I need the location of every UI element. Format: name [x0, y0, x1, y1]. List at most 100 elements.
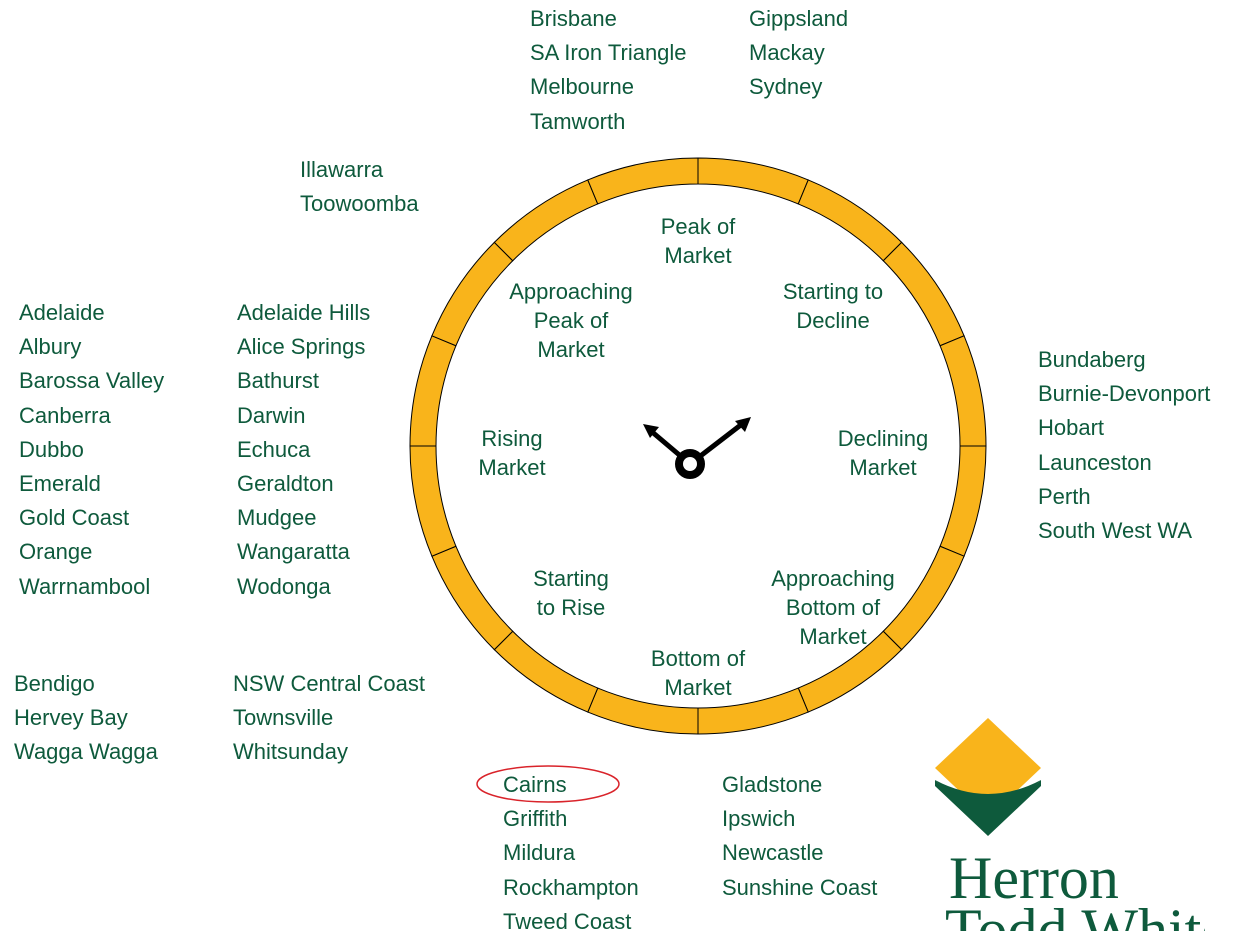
- phase-label-line: Peak of: [534, 308, 609, 333]
- location-item: Toowoomba: [300, 191, 419, 217]
- phase-label-line: Bottom of: [786, 595, 881, 620]
- phase-label-line: Declining: [838, 426, 929, 451]
- location-item: Geraldton: [237, 471, 334, 497]
- location-item: Alice Springs: [237, 334, 366, 360]
- location-item: Emerald: [19, 471, 101, 497]
- ring-segment: [493, 179, 599, 262]
- phase-label-line: Market: [478, 455, 545, 480]
- location-item: Brisbane: [530, 6, 617, 31]
- location-item: Gold Coast: [19, 505, 130, 531]
- ring-segment: [939, 335, 987, 447]
- phase-label-line: Market: [799, 624, 866, 649]
- location-item: Sydney: [749, 74, 823, 100]
- location-item: Hobart: [1038, 415, 1105, 441]
- location-item: Echuca: [237, 436, 311, 462]
- location-item: Wangaratta: [237, 539, 350, 565]
- phase-label-line: Decline: [796, 308, 869, 333]
- clock-hub: [675, 449, 705, 479]
- ring-segment: [431, 545, 514, 651]
- arrow-head-right: [735, 417, 751, 432]
- location-item: Melbourne: [530, 74, 634, 100]
- arrow-head-left: [643, 424, 659, 438]
- phase-label-line: Rising: [481, 426, 542, 451]
- location-item: Gippsland: [749, 6, 849, 31]
- phase-label-line: Bottom of: [651, 646, 746, 671]
- phase-label-line: Market: [849, 455, 916, 480]
- location-item: Gladstone: [722, 772, 823, 797]
- location-item: Wagga Wagga: [14, 739, 158, 765]
- cairns-highlight-ellipse: [476, 765, 620, 803]
- ring-segment: [882, 241, 965, 347]
- location-item: Ipswich: [722, 806, 796, 832]
- phase-label-bottom: Bottom of Market: [651, 646, 746, 700]
- location-item: Hervey Bay: [14, 705, 128, 731]
- location-item: Perth: [1038, 483, 1091, 509]
- location-item: Rockhampton: [503, 874, 639, 900]
- clock-hands: [643, 417, 751, 479]
- phase-label-starting-decline: Starting to Decline: [783, 279, 883, 333]
- phase-label-line: to Rise: [537, 595, 605, 620]
- location-item: SA Iron Triangle: [530, 40, 687, 66]
- location-item: Mackay: [749, 40, 825, 66]
- phase-label-line: Market: [664, 243, 731, 268]
- location-item: Newcastle: [722, 840, 824, 866]
- location-item: Adelaide: [19, 300, 105, 325]
- location-item: Bundaberg: [1038, 347, 1146, 372]
- location-item: Burnie-Devonport: [1038, 381, 1211, 407]
- ring-segment: [431, 241, 514, 347]
- location-item: Bendigo: [14, 671, 95, 696]
- location-item: Tweed Coast: [503, 908, 632, 934]
- location-item: Mildura: [503, 840, 576, 866]
- logo-mark: [935, 718, 1041, 836]
- location-item: NSW Central Coast: [233, 671, 425, 696]
- location-item: Orange: [19, 539, 93, 565]
- phase-label-line: Starting: [533, 566, 609, 591]
- ring-segment: [939, 445, 987, 557]
- location-item: Canberra: [19, 402, 111, 428]
- location-item: Wodonga: [237, 573, 331, 599]
- ring-segment: [697, 157, 809, 205]
- ring-segment: [797, 179, 903, 262]
- location-item: Dubbo: [19, 436, 84, 462]
- location-item: Darwin: [237, 402, 306, 428]
- ring-segment: [587, 157, 699, 205]
- location-item: Warrnambool: [19, 573, 151, 599]
- location-item: Tamworth: [530, 108, 626, 134]
- logo-line2: Todd White: [945, 897, 1205, 931]
- phase-label-peak: Peak of Market: [661, 214, 736, 268]
- ring-segment: [882, 545, 965, 651]
- ring-segment: [493, 630, 599, 713]
- phase-label-line: Peak of: [661, 214, 736, 239]
- location-item: Townsville: [233, 705, 334, 731]
- ring-segment: [409, 445, 457, 557]
- location-item: Launceston: [1038, 449, 1152, 475]
- location-item: South West WA: [1038, 518, 1193, 544]
- location-item: Bathurst: [237, 368, 319, 394]
- location-item: Illawarra: [300, 157, 384, 182]
- phase-label-line: Market: [664, 675, 731, 700]
- location-item: Barossa Valley: [19, 368, 165, 394]
- phase-label-line: Approaching: [771, 566, 895, 591]
- phase-label-line: Approaching: [509, 279, 633, 304]
- location-item: Adelaide Hills: [237, 300, 371, 325]
- location-item: Griffith: [503, 806, 568, 832]
- clock-ring: [409, 157, 987, 735]
- location-item: Sunshine Coast: [722, 874, 878, 900]
- phase-label-line: Starting to: [783, 279, 883, 304]
- location-item: Albury: [19, 334, 82, 360]
- location-item: Whitsunday: [233, 739, 348, 765]
